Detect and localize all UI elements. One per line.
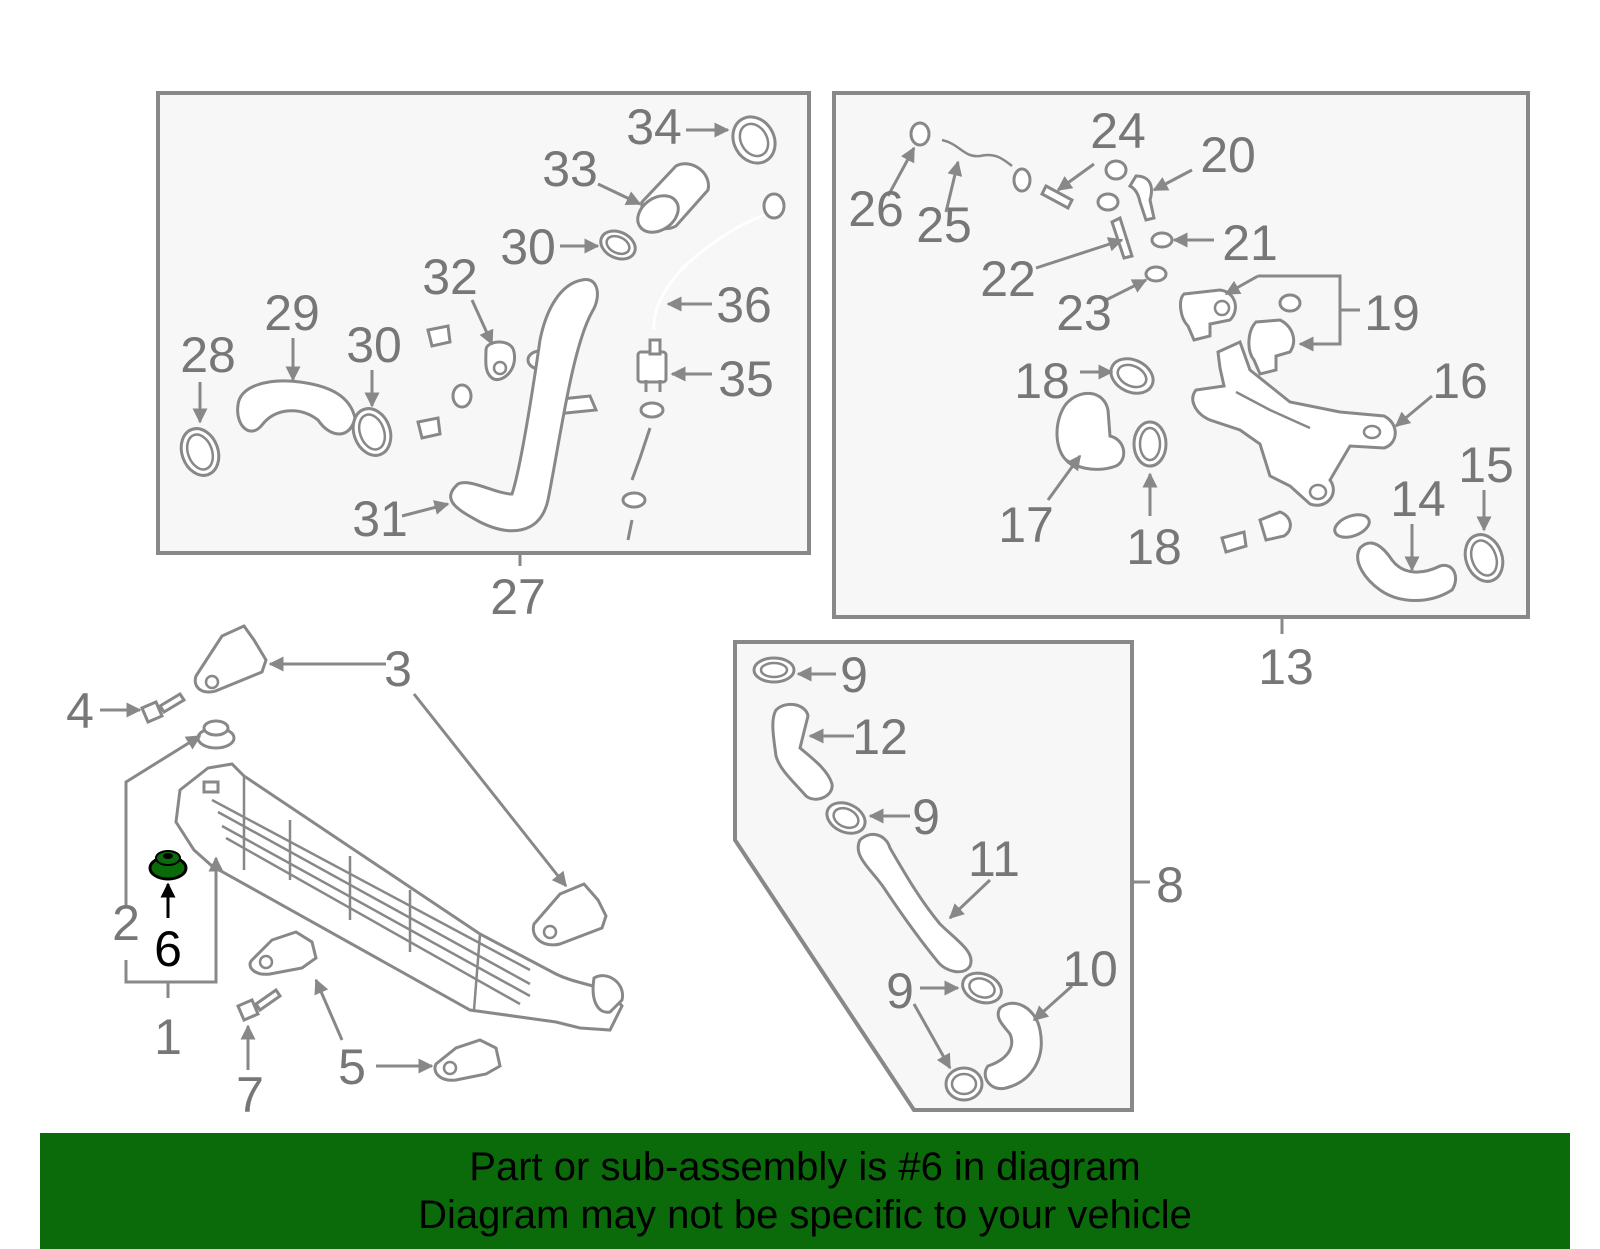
callout-36: 36 bbox=[716, 277, 772, 333]
callout-12: 12 bbox=[852, 709, 908, 765]
oring-21[interactable] bbox=[1150, 231, 1174, 249]
adapter-33[interactable] bbox=[631, 162, 710, 240]
callout-31: 31 bbox=[352, 491, 408, 547]
hose-29[interactable] bbox=[236, 379, 357, 436]
callout-21: 21 bbox=[1222, 215, 1278, 271]
clamp-15[interactable] bbox=[1459, 529, 1509, 586]
hose-14[interactable] bbox=[1356, 541, 1457, 602]
vacuum-hose-36[interactable] bbox=[652, 192, 786, 331]
hose-25[interactable] bbox=[941, 138, 1013, 167]
clamp-30-left[interactable] bbox=[347, 403, 397, 460]
oring-25b[interactable] bbox=[1012, 167, 1032, 193]
callout-26: 26 bbox=[848, 181, 904, 237]
hose-10[interactable] bbox=[983, 1001, 1043, 1091]
callout-25: 25 bbox=[916, 197, 972, 253]
callout-7: 7 bbox=[236, 1067, 264, 1123]
callout-29: 29 bbox=[264, 285, 320, 341]
callout-5: 5 bbox=[338, 1039, 366, 1095]
hose-17[interactable] bbox=[1055, 391, 1126, 471]
group-box-8 bbox=[733, 640, 1134, 1112]
oring-24b[interactable] bbox=[1096, 192, 1120, 212]
callout-9-top: 9 bbox=[840, 647, 868, 703]
callout-14: 14 bbox=[1390, 471, 1446, 527]
callout-24: 24 bbox=[1090, 103, 1146, 159]
banner-line-1: Part or sub-assembly is #6 in diagram bbox=[469, 1145, 1141, 1189]
valve-35[interactable] bbox=[636, 338, 668, 392]
clamp-9-bottom[interactable] bbox=[944, 1066, 984, 1102]
clamp-18-lower[interactable] bbox=[1132, 420, 1168, 468]
intercooler-1[interactable] bbox=[174, 762, 625, 1032]
callout-23: 23 bbox=[1056, 285, 1112, 341]
water-outlet-16[interactable] bbox=[1191, 339, 1397, 507]
callout-2: 2 bbox=[112, 895, 140, 951]
clamp-9-middle[interactable] bbox=[822, 797, 870, 839]
callout-16: 16 bbox=[1432, 353, 1488, 409]
bolt-4[interactable] bbox=[140, 691, 187, 724]
sensor-32[interactable] bbox=[484, 340, 517, 381]
callout-10: 10 bbox=[1062, 941, 1118, 997]
callout-labels: 1 2 3 4 5 6 7 8 9 9 9 10 11 12 13 14 15 … bbox=[66, 99, 1514, 1123]
callout-4: 4 bbox=[66, 683, 94, 739]
fittings-13[interactable] bbox=[1220, 510, 1372, 554]
bracket-3-upper[interactable] bbox=[193, 624, 268, 694]
clamp-28[interactable] bbox=[175, 423, 225, 480]
callout-1: 1 bbox=[154, 1009, 182, 1065]
oring-24[interactable] bbox=[1104, 159, 1128, 181]
clamp-34[interactable] bbox=[725, 109, 784, 171]
callout-35: 35 bbox=[718, 351, 774, 407]
callout-6: 6 bbox=[154, 921, 182, 977]
banner-line-2: Diagram may not be specific to your vehi… bbox=[418, 1193, 1192, 1237]
bracket-3-lower[interactable] bbox=[531, 882, 608, 947]
elbow-20[interactable] bbox=[1127, 174, 1156, 222]
callout-9-lower: 9 bbox=[886, 963, 914, 1019]
clamp-9-top[interactable] bbox=[752, 656, 796, 684]
oring-23[interactable] bbox=[1144, 265, 1168, 283]
pipe-31[interactable] bbox=[449, 278, 599, 533]
callout-11: 11 bbox=[968, 831, 1020, 887]
clamp-9-lower[interactable] bbox=[958, 968, 1005, 1008]
bracket-5-lower[interactable] bbox=[433, 1038, 502, 1082]
bolt-7[interactable] bbox=[236, 987, 283, 1022]
callout-27: 27 bbox=[490, 569, 546, 625]
callout-32: 32 bbox=[422, 249, 478, 305]
callout-3: 3 bbox=[384, 641, 412, 697]
callout-28: 28 bbox=[180, 327, 236, 383]
tube-24[interactable] bbox=[1040, 183, 1074, 211]
callout-13: 13 bbox=[1258, 639, 1314, 695]
callout-9-middle: 9 bbox=[912, 789, 940, 845]
callout-30-upper: 30 bbox=[500, 219, 556, 275]
bracket-5-upper[interactable] bbox=[248, 930, 318, 976]
callout-33: 33 bbox=[542, 141, 598, 197]
callout-8: 8 bbox=[1156, 857, 1184, 913]
hose-35-lower[interactable] bbox=[621, 401, 665, 541]
thermostat-19[interactable] bbox=[1179, 288, 1302, 376]
clamp-30-upper[interactable] bbox=[596, 226, 640, 265]
grommet-6-highlighted[interactable] bbox=[148, 850, 188, 881]
callout-18-lower: 18 bbox=[1126, 519, 1182, 575]
oring-26[interactable] bbox=[909, 121, 931, 147]
callout-17: 17 bbox=[998, 497, 1054, 553]
info-banner: Part or sub-assembly is #6 in diagram Di… bbox=[40, 1133, 1570, 1249]
grommet-2[interactable] bbox=[196, 719, 236, 750]
callout-34: 34 bbox=[626, 99, 682, 155]
callout-19: 19 bbox=[1364, 285, 1420, 341]
callout-22: 22 bbox=[980, 251, 1036, 307]
pipe-11[interactable] bbox=[856, 832, 973, 974]
callout-15: 15 bbox=[1458, 437, 1514, 493]
callout-30-left: 30 bbox=[346, 317, 402, 373]
callout-20: 20 bbox=[1200, 127, 1256, 183]
hose-12[interactable] bbox=[771, 702, 834, 801]
callout-18-upper: 18 bbox=[1014, 353, 1070, 409]
